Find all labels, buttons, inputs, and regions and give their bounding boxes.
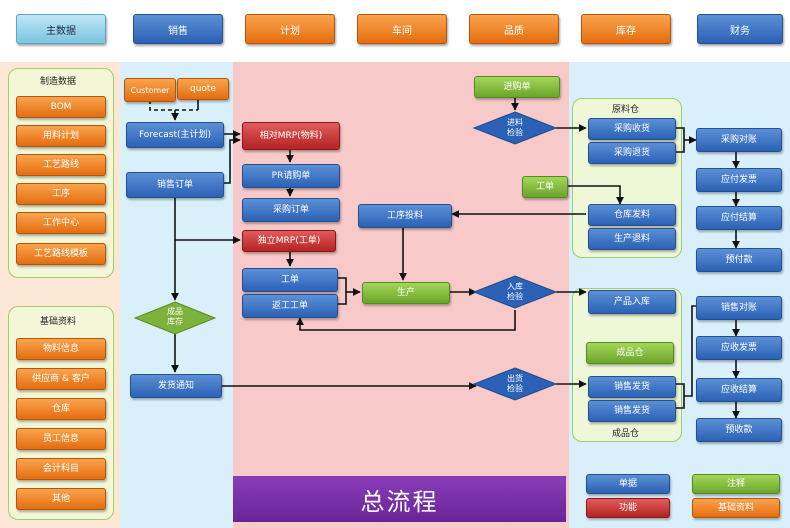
forecast-box[interactable]: Forecast(主计划)	[126, 122, 224, 148]
md-bom[interactable]: BOM	[16, 96, 106, 118]
header-inventory: 库存	[581, 14, 671, 44]
header-plan: 计划	[245, 14, 335, 44]
warehouse-issue-box[interactable]: 仓库发料	[588, 204, 676, 226]
ap-reconcile-box[interactable]: 采购对账	[696, 128, 782, 152]
md-routing-template[interactable]: 工艺路线模板	[16, 243, 106, 265]
header-workshop: 车间	[357, 14, 447, 44]
purchase-return-box[interactable]: 采购退货	[588, 142, 676, 164]
bd-employee-info[interactable]: 员工信息	[16, 428, 106, 450]
quote-box[interactable]: quote	[177, 78, 229, 100]
md-process[interactable]: 工序	[16, 183, 106, 205]
fg-warehouse-title: 成品仓	[612, 429, 640, 439]
md-material-plan[interactable]: 用料计划	[16, 125, 106, 147]
mrp-material-box[interactable]: 相对MRP(物料)	[242, 122, 340, 150]
bd-other[interactable]: 其他	[16, 488, 106, 510]
ar-reconcile-box[interactable]: 销售对账	[696, 296, 782, 320]
receipt-box[interactable]: 进购单	[474, 76, 560, 98]
sales-return-box[interactable]: 销售发货	[588, 400, 676, 422]
fg-inspection-label: 入库 检验	[507, 282, 523, 301]
legend-doc: 单据	[586, 474, 670, 494]
fg-receipt-box[interactable]: 产品入库	[588, 290, 676, 314]
fg-stock-check-diamond	[133, 301, 217, 335]
pr-box[interactable]: PR请购单	[242, 164, 340, 188]
diagram-title: 总流程	[233, 476, 566, 522]
incoming-inspection-label: 进料 检验	[507, 118, 523, 137]
fg-inspection-diamond	[472, 275, 558, 309]
fg-warehouse-badge[interactable]: 成品仓	[586, 342, 674, 364]
process-feed-box[interactable]: 工序投料	[358, 204, 452, 228]
ar-settle-box[interactable]: 应收结算	[696, 378, 782, 402]
delivery-notice-box[interactable]: 发货通知	[130, 374, 222, 398]
sales-order-box[interactable]: 销售订单	[126, 172, 224, 198]
customer-box[interactable]: Customer	[124, 78, 176, 102]
shipping-inspection-label: 出货 检验	[507, 374, 523, 393]
shipping-inspection-diamond	[472, 367, 558, 401]
header-finance: 财务	[697, 14, 783, 44]
fg-stock-check-label: 成品 库存	[167, 307, 183, 326]
md-routing[interactable]: 工艺路线	[16, 154, 106, 176]
raw-warehouse-title: 原料仓	[612, 105, 640, 115]
header-sales: 销售	[133, 14, 223, 44]
sales-delivery-box[interactable]: 销售发货	[588, 376, 676, 398]
ap-invoice-box[interactable]: 应付发票	[696, 168, 782, 192]
header-quality: 品质	[469, 14, 559, 44]
rework-order-box[interactable]: 返工工单	[242, 294, 338, 318]
po-box[interactable]: 采购订单	[242, 198, 340, 222]
ap-settle-box[interactable]: 应付结算	[696, 206, 782, 230]
basic-data-title: 基础资料	[40, 317, 77, 327]
incoming-inspection-diamond	[472, 111, 558, 145]
legend-note: 注释	[692, 474, 780, 494]
prepaid-box[interactable]: 预付款	[696, 248, 782, 272]
bd-account[interactable]: 会计科目	[16, 458, 106, 480]
manufacturing-data-title: 制造数据	[40, 77, 77, 87]
advance-received-box[interactable]: 预收款	[696, 418, 782, 442]
mrp-workorder-box[interactable]: 独立MRP(工单)	[242, 230, 336, 252]
md-work-center[interactable]: 工作中心	[16, 212, 106, 234]
work-order-box[interactable]: 工单	[242, 268, 338, 292]
purchase-receipt-box[interactable]: 采购收货	[588, 118, 676, 140]
bd-material-info[interactable]: 物料信息	[16, 338, 106, 360]
production-box[interactable]: 生产	[362, 282, 450, 304]
quality-work-order-box[interactable]: 工单	[522, 176, 568, 198]
ar-invoice-box[interactable]: 应收发票	[696, 336, 782, 360]
bd-warehouse[interactable]: 仓库	[16, 398, 106, 420]
production-return-box[interactable]: 生产退料	[588, 228, 676, 250]
legend-function: 功能	[586, 498, 670, 518]
header-master-data: 主数据	[16, 14, 106, 44]
bd-supplier-customer[interactable]: 供应商 & 客户	[16, 368, 106, 390]
legend-basic-data: 基础资料	[692, 498, 780, 518]
